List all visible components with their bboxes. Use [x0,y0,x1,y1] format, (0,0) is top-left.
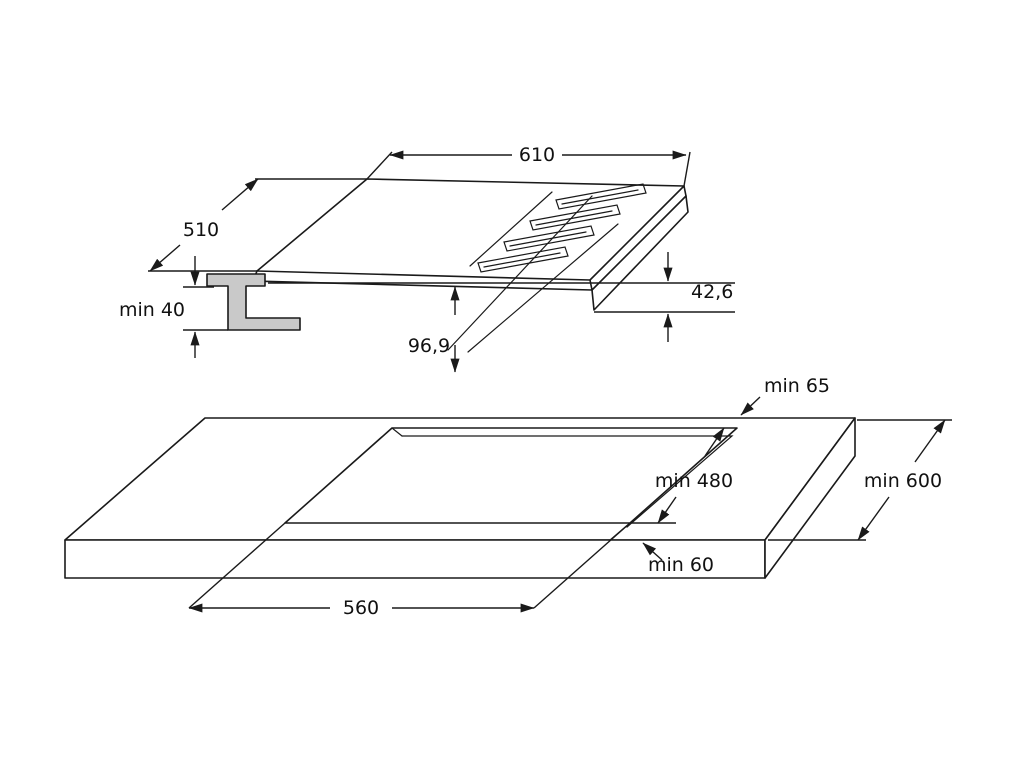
dimension-label-cutout-width: 560 [343,597,379,619]
dimension-label-hob-body-height: 42,6 [691,281,733,303]
dimension-hob-total-height: 96,9 [408,286,460,373]
countertop-cutout-view [64,417,856,579]
dimension-label-rear-clearance: min 65 [764,375,830,397]
reference-lines [268,282,735,313]
dimension-label-front-clearance: min 60 [648,554,714,576]
dimension-cutout-depth: min 480 [630,427,733,524]
dimension-rear-clearance: min 65 [740,375,830,416]
dimension-hob-body-height: 42,6 [663,252,733,342]
leader-line-2 [467,223,619,353]
cutout-inner-wall [401,435,734,528]
dimension-label-cutout-depth: min 480 [655,470,733,492]
dimension-cutout-width: 560 [188,522,631,619]
dimension-label-hob-total-height: 96,9 [408,335,450,357]
dimension-label-hob-depth: 510 [183,219,219,241]
dimension-hob-width: 610 [366,144,691,187]
worktop-section-profile [206,273,301,331]
pan-support-bars [477,183,647,273]
cross-section-detail [206,273,301,331]
leader-line-1 [447,195,593,351]
dimension-hob-depth: 510 [148,178,367,272]
burner-zone-line [469,191,553,267]
hob-body-profile [591,195,689,311]
dimension-counter-depth: min 600 [768,419,952,541]
dimension-label-hob-width: 610 [519,144,555,166]
hob-isometric-view [252,178,689,353]
dimension-label-counter-depth: min 600 [864,470,942,492]
dimension-label-counter-thickness: min 40 [119,299,185,321]
counter-right-face [764,417,856,579]
dimension-counter-thickness: min 40 [119,256,228,358]
